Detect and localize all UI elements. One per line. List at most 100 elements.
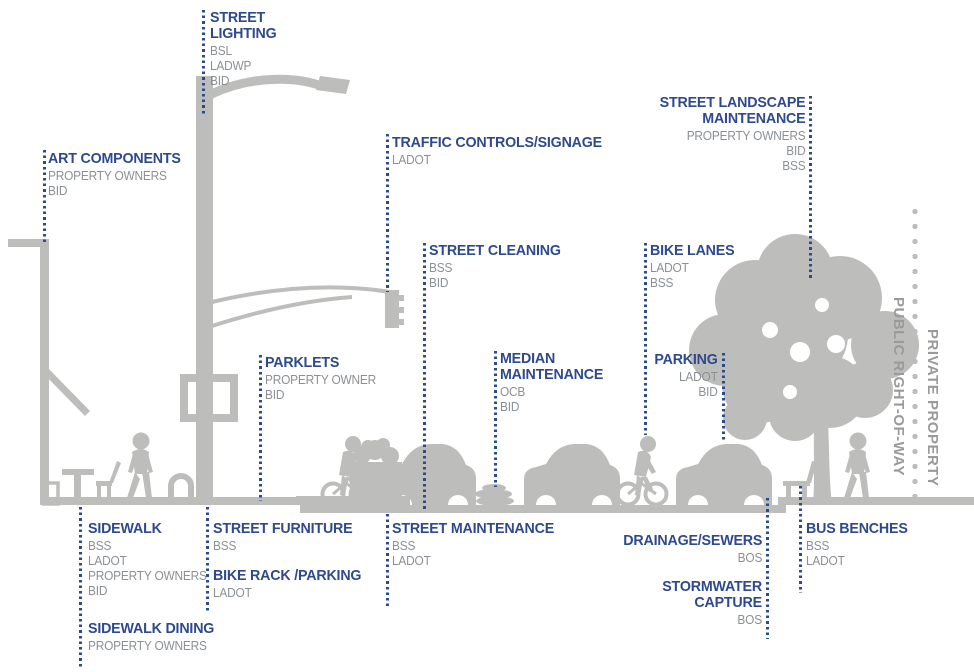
label-org: LADOT (88, 554, 127, 568)
car-parked (676, 444, 772, 505)
label-org: PROPERTY OWNER (265, 373, 377, 387)
building-roofline (8, 239, 48, 247)
chair-back (109, 461, 121, 483)
leader-parklets (259, 355, 262, 501)
label-org: BSS (213, 539, 237, 553)
leader-street-lighting (202, 10, 205, 116)
street-light (180, 74, 391, 505)
label-street-cleaning: STREET CLEANING BSS BID (429, 243, 561, 291)
table-top (62, 469, 94, 475)
label-title: ART COMPONENTS (48, 150, 181, 167)
mast-arm (201, 74, 324, 102)
bike-rack-icon (168, 473, 194, 504)
car-center (524, 444, 620, 505)
leader-traffic-controls (386, 134, 389, 292)
leader-parking (722, 353, 725, 441)
label-bike-lanes: BIKE LANES LADOT BSS (650, 242, 735, 291)
label-title: PARKING (654, 351, 719, 368)
label-org: BOS (737, 613, 762, 627)
label-org: BID (698, 385, 718, 399)
label-street-furniture: STREET FURNITURE BSS (213, 521, 353, 554)
label-title: SIDEWALK DINING (88, 620, 215, 637)
roadway (300, 505, 786, 513)
label-org: BSS (781, 159, 805, 173)
label-org: OCB (500, 385, 526, 399)
leader-art-components (43, 150, 46, 242)
label-street-maintenance: STREET MAINTENANCE BSS LADOT (392, 521, 554, 569)
chair-leg (107, 486, 111, 505)
label-org: BID (265, 388, 285, 402)
left-sidewalk (40, 497, 312, 505)
newsstand-box (42, 481, 60, 506)
label-title: MAINTENANCE (500, 366, 604, 383)
left-building (8, 239, 90, 505)
median-sandbags (475, 484, 514, 506)
label-org: LADOT (650, 261, 689, 275)
label-title: STREET CLEANING (429, 242, 561, 259)
label-title: STORMWATER (662, 578, 762, 595)
label-drainage-sewers: DRAINAGE/SEWERS BOS (623, 533, 762, 566)
label-org: PROPERTY OWNERS (48, 169, 167, 183)
label-title: STREET (210, 9, 266, 26)
chair-seat (96, 481, 112, 486)
signal-arm-lower (211, 295, 353, 328)
label-sidewalk-dining: SIDEWALK DINING PROPERTY OWNERS (88, 621, 214, 654)
label-org: BID (500, 400, 520, 414)
label-org: BOS (737, 551, 762, 565)
label-org: LADOT (392, 554, 431, 568)
label-title: DRAINAGE/SEWERS (623, 532, 762, 549)
tree-canopy (689, 234, 919, 441)
canopy-gaps (762, 298, 845, 399)
label-org: BID (785, 144, 805, 158)
leader-street-maintenance (386, 514, 389, 609)
right-sidewalk (778, 497, 974, 505)
leader-street-furniture (206, 507, 209, 613)
sidewalk-dining-furniture (42, 461, 121, 506)
label-org: BID (429, 276, 449, 290)
leader-drainage-sewers (766, 498, 769, 639)
label-org: BID (88, 584, 108, 598)
label-street-landscape-maintenance: STREET LANDSCAPE MAINTENANCE PROPERTY OW… (659, 95, 805, 174)
label-org: BSL (210, 44, 232, 58)
label-org: LADWP (210, 59, 252, 73)
label-org: BSS (650, 276, 674, 290)
label-org: LADOT (392, 153, 431, 167)
zone-private-property: PRIVATE PROPERTY (924, 329, 941, 487)
chair-leg (97, 486, 101, 505)
lamp-head (316, 76, 350, 94)
leader-median-maintenance (494, 351, 497, 487)
label-bike-rack-parking: BIKE RACK /PARKING LADOT (213, 567, 362, 601)
label-org: BID (210, 74, 230, 88)
label-bus-benches: BUS BENCHES BSS LADOT (806, 521, 908, 569)
label-title: MAINTENANCE (701, 110, 805, 127)
cyclist-right (615, 434, 669, 507)
label-traffic-controls-signage: TRAFFIC CONTROLS/SIGNAGE LADOT (392, 135, 602, 168)
label-art-components: ART COMPONENTS PROPERTY OWNERS BID (48, 151, 181, 199)
label-org: BID (48, 184, 68, 198)
pedestrian-right (844, 432, 870, 498)
label-title: BIKE RACK /PARKING (213, 567, 362, 584)
label-title: PARKLETS (265, 354, 340, 371)
label-title: MEDIAN (500, 350, 556, 367)
zone-public-right-of-way: PUBLIC RIGHT-OF-WAY (890, 297, 907, 476)
label-title: CAPTURE (694, 594, 762, 611)
label-org: BSS (88, 539, 112, 553)
label-title: BIKE LANES (650, 242, 735, 259)
label-title: STREET MAINTENANCE (392, 520, 555, 537)
label-org: PROPERTY OWNERS (88, 569, 207, 583)
table-leg (74, 475, 81, 505)
label-org: PROPERTY OWNERS (686, 129, 805, 143)
leader-bus-benches (799, 486, 802, 593)
street-tree (689, 234, 919, 505)
label-org: BSS (392, 539, 416, 553)
label-parklets: PARKLETS PROPERTY OWNER BID (265, 355, 376, 403)
ground (40, 497, 974, 513)
label-stormwater-capture: STORMWATER CAPTURE BOS (662, 579, 762, 628)
label-title: STREET LANDSCAPE (659, 94, 805, 111)
leader-sidewalk (79, 507, 82, 668)
property-boundary-dotted-line (911, 204, 919, 502)
leader-bike-lanes (644, 243, 647, 435)
light-pole (196, 76, 213, 505)
